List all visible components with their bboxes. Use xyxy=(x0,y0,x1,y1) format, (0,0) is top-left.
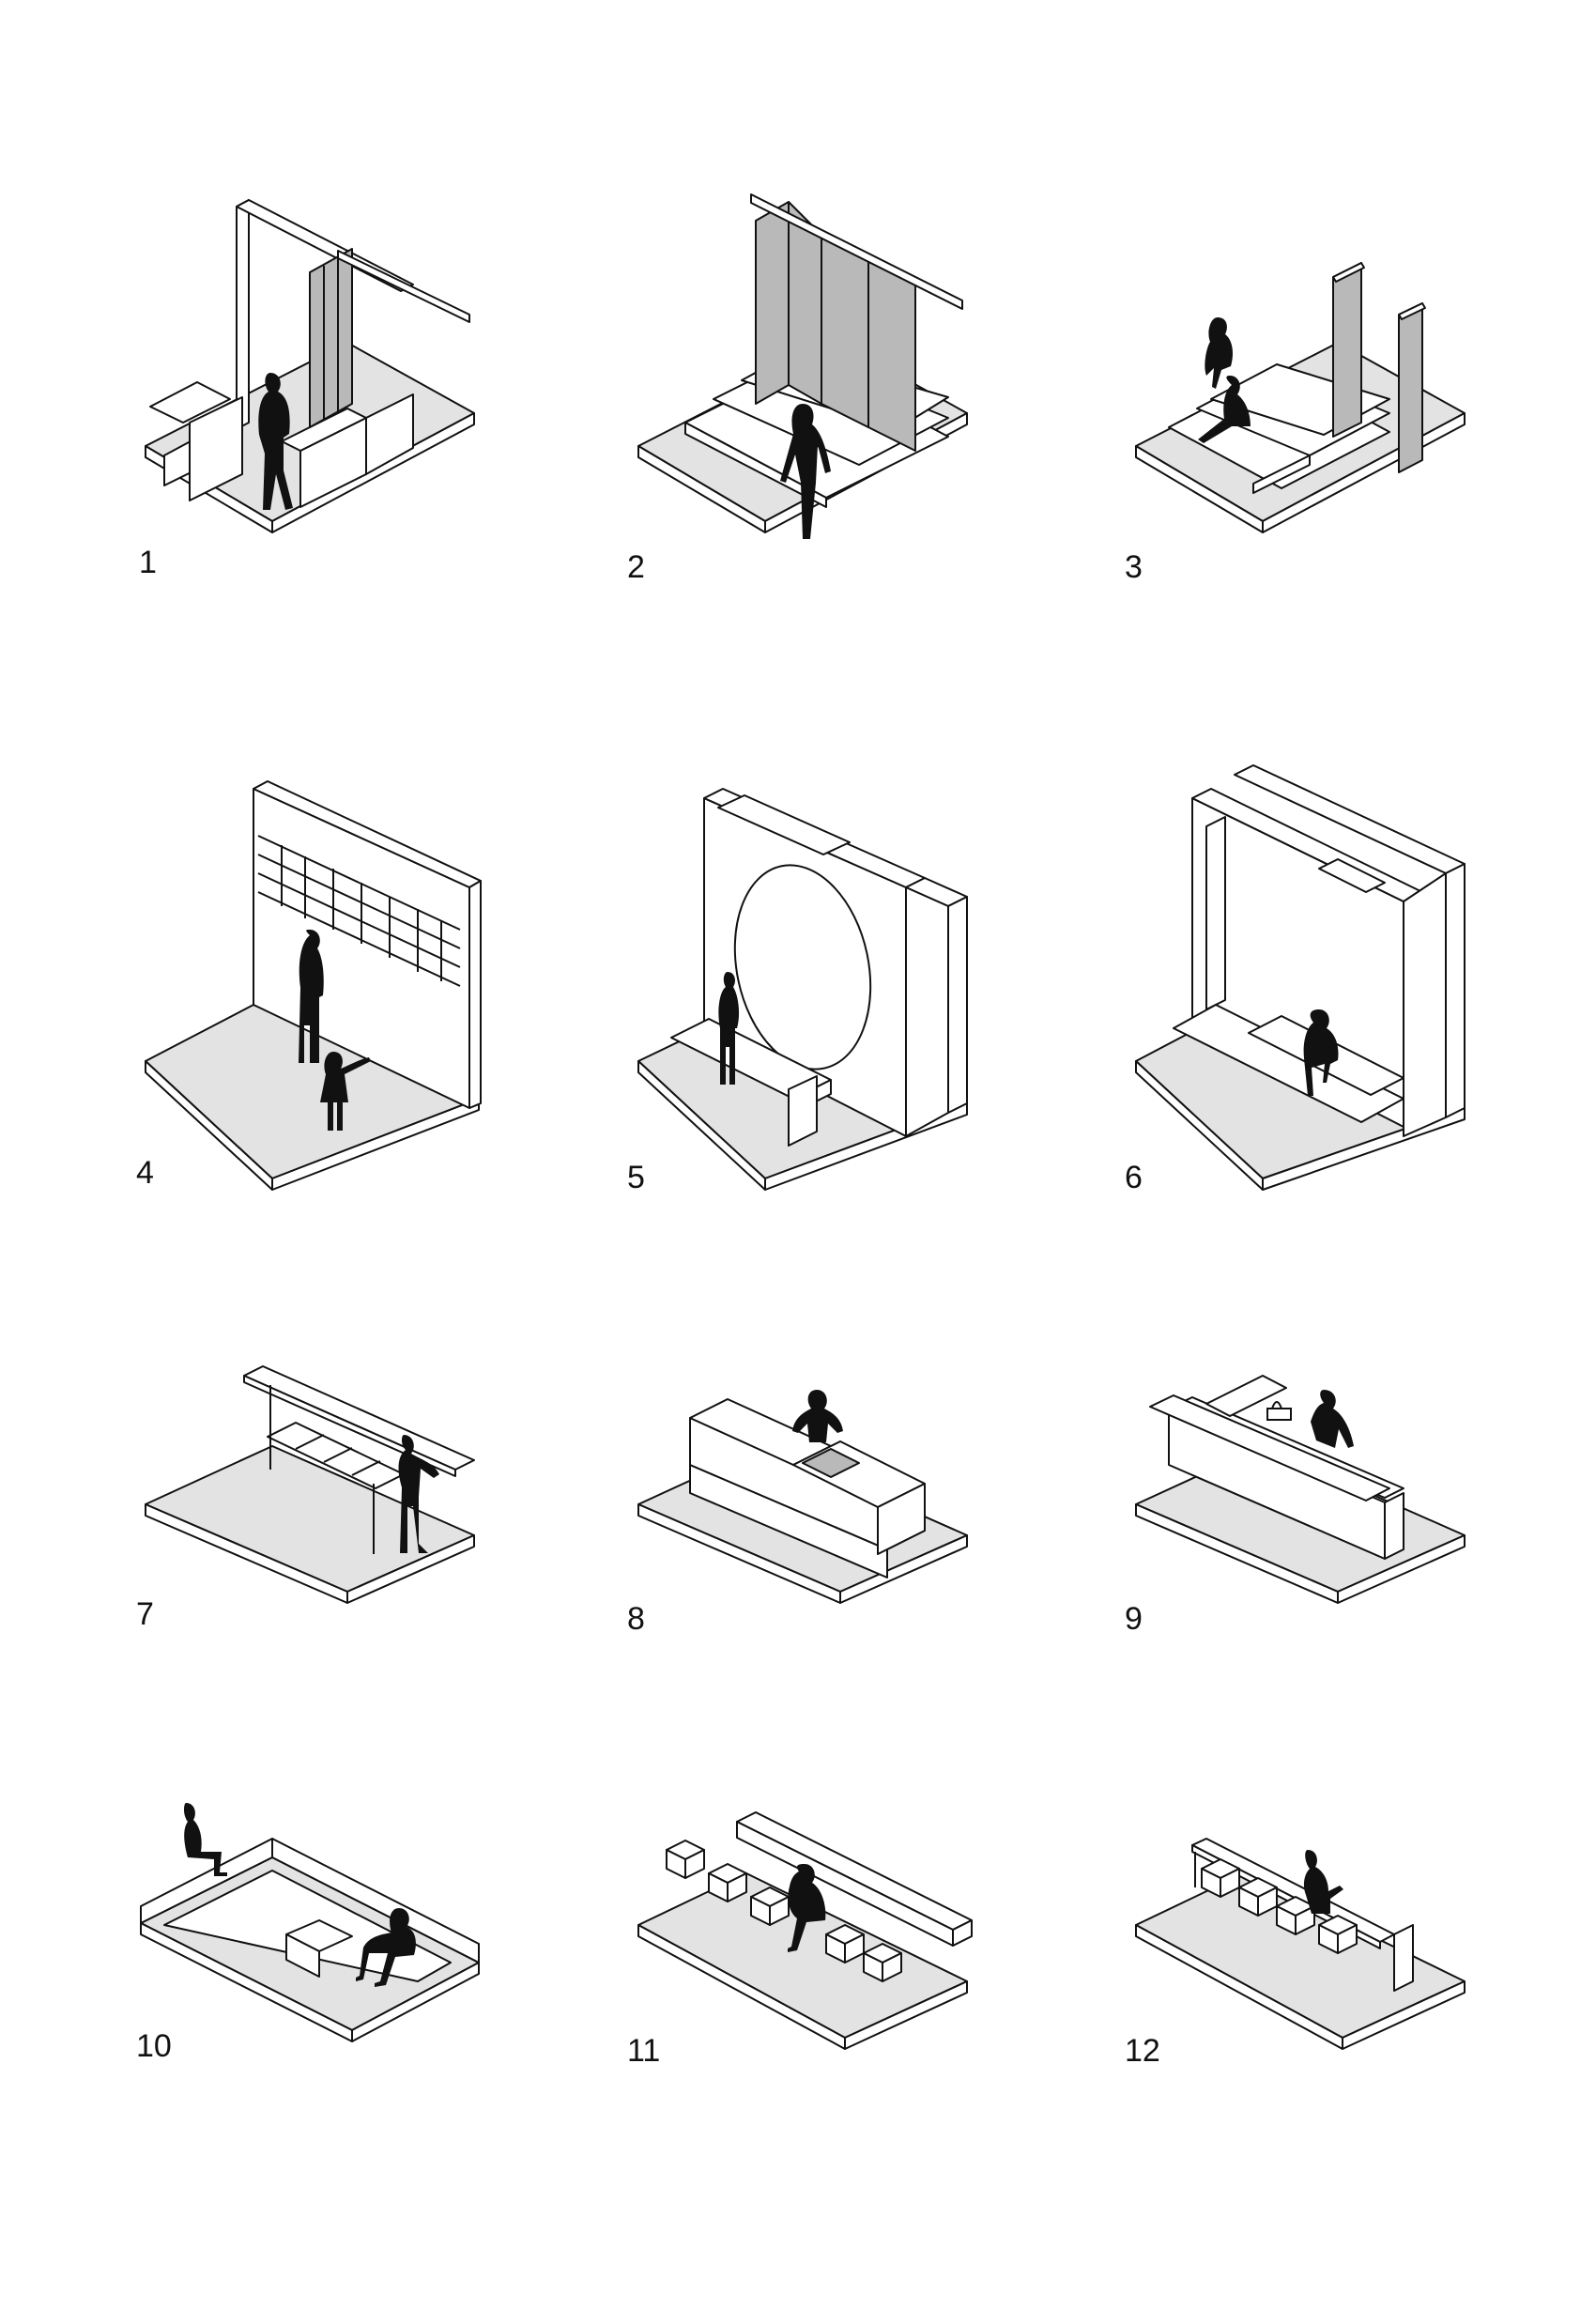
figure-10-drawing xyxy=(140,1803,480,2042)
bartender-silhouette xyxy=(1311,1390,1354,1448)
sitting-man-silhouette xyxy=(788,1864,826,1952)
figure-number: 1 xyxy=(139,545,157,580)
figure-9-drawing xyxy=(1135,1375,1466,1604)
figure-8-drawing xyxy=(637,1390,968,1604)
figure-3: 3 xyxy=(1122,183,1596,709)
walking-woman-silhouette xyxy=(780,404,831,539)
figure-number: 8 xyxy=(627,1601,645,1637)
standing-child-silhouette xyxy=(718,972,740,1085)
adult-silhouette xyxy=(299,930,324,1063)
niche-grid xyxy=(257,835,461,987)
figure-number: 5 xyxy=(627,1160,645,1195)
figure-number: 7 xyxy=(136,1596,154,1632)
sitting-man-silhouette xyxy=(1303,1009,1339,1096)
figure-5: 5 xyxy=(624,779,1113,1305)
figure-4: 4 xyxy=(131,779,620,1305)
figure-number: 10 xyxy=(136,2028,172,2064)
figure-9: 9 xyxy=(1122,1352,1596,1878)
child-silhouette xyxy=(320,1052,371,1131)
figure-number: 9 xyxy=(1125,1601,1143,1637)
figure-number: 6 xyxy=(1125,1160,1143,1195)
figure-7-drawing xyxy=(145,1365,475,1604)
figure-1-drawing xyxy=(145,199,475,533)
figure-number: 12 xyxy=(1125,2033,1160,2069)
sitting-man-silhouette xyxy=(1198,376,1251,443)
figure-7: 7 xyxy=(131,1352,620,1878)
axonometric-sheet: 1 2 xyxy=(131,183,1596,2069)
figure-4-drawing xyxy=(145,780,482,1191)
figure-1: 1 xyxy=(131,183,620,709)
leaning-man-silhouette xyxy=(398,1435,439,1553)
sitting-woman-silhouette xyxy=(1205,317,1233,389)
figure-number: 4 xyxy=(136,1155,154,1191)
figure-number: 11 xyxy=(627,2033,661,2069)
figure-2-drawing xyxy=(637,193,968,539)
figure-11: 11 xyxy=(624,1784,1113,2310)
figure-12-drawing xyxy=(1135,1838,1466,2050)
figure-12: 12 xyxy=(1122,1784,1596,2310)
figure-3-drawing xyxy=(1135,262,1466,533)
figure-6-drawing xyxy=(1135,764,1466,1191)
figure-5-drawing xyxy=(637,788,968,1191)
figure-11-drawing xyxy=(637,1811,973,2050)
figure-6: 6 xyxy=(1122,764,1596,1305)
figure-number: 3 xyxy=(1125,549,1143,585)
stools xyxy=(1201,1858,1358,1954)
sitting-person-right-silhouette xyxy=(356,1908,416,1987)
figure-2: 2 xyxy=(624,183,1113,709)
figure-number: 2 xyxy=(627,549,645,585)
figure-10: 10 xyxy=(131,1784,620,2310)
sitting-person-left-silhouette xyxy=(184,1803,227,1876)
standing-person-silhouette xyxy=(258,373,293,510)
cube-stools xyxy=(666,1840,902,1982)
standing-staff-silhouette xyxy=(792,1390,843,1442)
working-person-silhouette xyxy=(1303,1850,1343,1914)
figure-8: 8 xyxy=(624,1352,1113,1878)
